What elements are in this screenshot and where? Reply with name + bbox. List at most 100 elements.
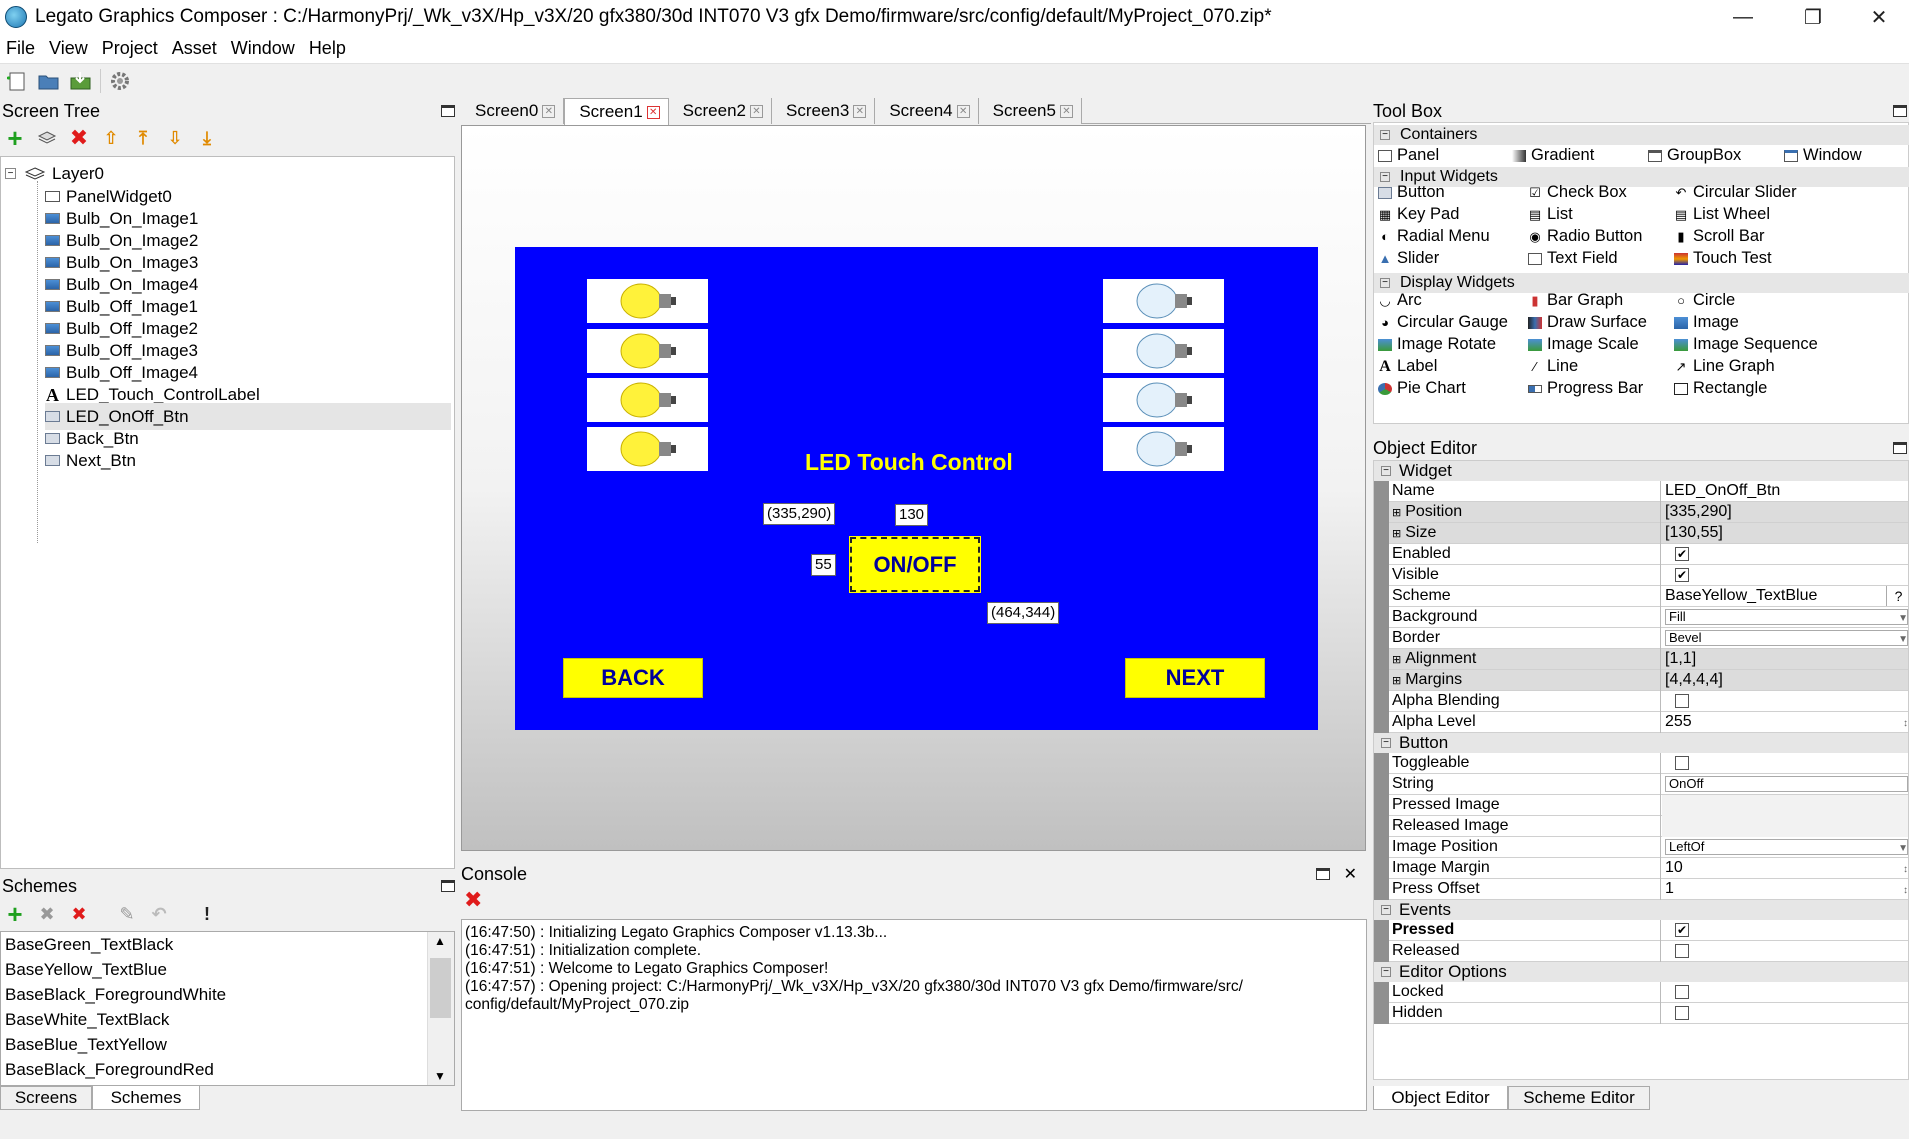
- prop-pressed[interactable]: Pressed✔: [1374, 920, 1908, 941]
- delete-scheme-icon[interactable]: ✖: [71, 903, 87, 924]
- tool-progress-bar[interactable]: Progress Bar: [1528, 379, 1643, 398]
- tab-schemes[interactable]: Schemes: [92, 1086, 200, 1110]
- released-event-checkbox[interactable]: [1675, 944, 1689, 958]
- tool-circle[interactable]: ○Circle: [1674, 291, 1735, 310]
- tab-object-editor[interactable]: Object Editor: [1373, 1086, 1508, 1110]
- menu-window[interactable]: Window: [230, 38, 295, 58]
- locked-checkbox[interactable]: [1675, 985, 1689, 999]
- category-editor-options[interactable]: −Editor Options: [1374, 962, 1908, 982]
- prop-size[interactable]: ⊞Size[130,55]: [1374, 523, 1908, 544]
- scheme-item[interactable]: BaseGreen_TextBlack: [5, 935, 174, 954]
- edit-scheme-icon[interactable]: ✎: [119, 903, 135, 924]
- tool-radio-button[interactable]: ◉Radio Button: [1529, 227, 1643, 245]
- screen-preview[interactable]: LED Touch Control ON/OFF BACK NEXT: [515, 247, 1318, 730]
- settings-gear-icon[interactable]: [107, 68, 133, 94]
- open-project-icon[interactable]: [36, 68, 62, 94]
- tool-image-rotate[interactable]: Image Rotate: [1378, 335, 1496, 354]
- scheme-item[interactable]: BaseWhite_TextBlack: [5, 1010, 170, 1029]
- prop-hidden[interactable]: Hidden: [1374, 1003, 1908, 1024]
- float-panel-icon[interactable]: [1315, 868, 1330, 880]
- position-value[interactable]: [335,290]: [1665, 503, 1732, 520]
- bulb-off-image1[interactable]: [1103, 279, 1224, 323]
- save-project-icon[interactable]: [68, 68, 94, 94]
- tool-image[interactable]: Image: [1674, 313, 1739, 332]
- scheme-value[interactable]: BaseYellow_TextBlue: [1665, 587, 1818, 604]
- prop-released[interactable]: Released: [1374, 941, 1908, 962]
- move-bottom-icon[interactable]: ⤓: [203, 127, 211, 148]
- pressed-image-value[interactable]: [1662, 795, 1908, 816]
- spinner-icon[interactable]: ↕: [1903, 718, 1908, 729]
- float-panel-icon[interactable]: [441, 105, 455, 117]
- tool-check-box[interactable]: ☑Check Box: [1529, 183, 1627, 201]
- float-panel-icon[interactable]: [441, 880, 455, 892]
- designer-canvas[interactable]: LED Touch Control ON/OFF BACK NEXT (335,…: [461, 125, 1366, 851]
- tool-image-scale[interactable]: Image Scale: [1528, 335, 1639, 354]
- tree-item-bulb-off-image1[interactable]: Bulb_Off_Image1: [45, 293, 198, 320]
- category-events[interactable]: −Events: [1374, 900, 1908, 920]
- menu-file[interactable]: File: [6, 38, 36, 58]
- tab-screen0[interactable]: Screen0✕: [461, 98, 565, 124]
- bulb-off-image4[interactable]: [1103, 427, 1224, 471]
- prop-position[interactable]: ⊞Position[335,290]: [1374, 502, 1908, 523]
- add-scheme-icon[interactable]: +: [7, 898, 23, 929]
- close-tab-icon[interactable]: ✕: [1059, 104, 1073, 118]
- category-button[interactable]: −Button: [1374, 733, 1908, 753]
- tree-item-bulb-on-image3[interactable]: Bulb_On_Image3: [45, 249, 198, 276]
- dropdown-arrow-icon[interactable]: ▼: [1898, 843, 1908, 854]
- menu-project[interactable]: Project: [101, 38, 158, 58]
- menu-help[interactable]: Help: [308, 38, 346, 58]
- tool-groupbox[interactable]: GroupBox: [1648, 146, 1741, 165]
- category-widget[interactable]: −Widget: [1374, 461, 1908, 481]
- scheme-item[interactable]: BaseBlue_TextYellow: [5, 1035, 167, 1054]
- toolbox-section-containers[interactable]: −Containers: [1374, 125, 1909, 145]
- prop-visible[interactable]: Visible✔: [1374, 565, 1908, 586]
- toggleable-checkbox[interactable]: [1675, 756, 1689, 770]
- scheme-item[interactable]: BaseYellow_TextBlue: [5, 960, 167, 979]
- tab-screen4[interactable]: Screen4✕: [875, 98, 979, 124]
- delete-icon[interactable]: ✖: [69, 125, 89, 150]
- toolbox-section-input[interactable]: −Input Widgets: [1374, 167, 1909, 187]
- prop-enabled[interactable]: Enabled✔: [1374, 544, 1908, 565]
- bulb-on-image1[interactable]: [587, 279, 708, 323]
- toolbox-section-display[interactable]: −Display Widgets: [1374, 273, 1909, 293]
- alignment-value[interactable]: [1,1]: [1665, 650, 1697, 667]
- tool-line-graph[interactable]: ↗Line Graph: [1675, 357, 1775, 375]
- tab-screens[interactable]: Screens: [0, 1086, 92, 1110]
- tool-text-field[interactable]: Text Field: [1528, 249, 1618, 268]
- tree-item-panelwidget0[interactable]: PanelWidget0: [45, 183, 172, 210]
- tree-item-bulb-on-image1[interactable]: Bulb_On_Image1: [45, 205, 198, 232]
- add-icon[interactable]: +: [7, 122, 23, 153]
- released-image-value[interactable]: [1662, 816, 1908, 837]
- tool-image-sequence[interactable]: Image Sequence: [1674, 335, 1818, 354]
- tool-button[interactable]: Button: [1378, 183, 1445, 202]
- close-tab-icon[interactable]: ✕: [956, 104, 970, 118]
- alpha-blending-checkbox[interactable]: [1675, 694, 1689, 708]
- tree-item-bulb-off-image4[interactable]: Bulb_Off_Image4: [45, 359, 198, 386]
- tree-item-bulb-off-image2[interactable]: Bulb_Off_Image2: [45, 315, 198, 342]
- tool-circular-slider[interactable]: ↶Circular Slider: [1675, 183, 1797, 201]
- spinner-icon[interactable]: ↕: [1903, 885, 1908, 896]
- tool-pie-chart[interactable]: Pie Chart: [1378, 379, 1466, 398]
- bulb-on-image4[interactable]: [587, 427, 708, 471]
- tree-item-bulb-on-image2[interactable]: Bulb_On_Image2: [45, 227, 198, 254]
- tool-touch-test[interactable]: Touch Test: [1674, 249, 1772, 268]
- prop-alpha-blending[interactable]: Alpha Blending: [1374, 691, 1908, 712]
- onoff-button[interactable]: ON/OFF: [849, 536, 981, 593]
- size-value[interactable]: [130,55]: [1665, 524, 1723, 541]
- prop-released-image[interactable]: Released Image: [1374, 816, 1908, 837]
- close-tab-icon[interactable]: ✕: [749, 104, 763, 118]
- tool-slider[interactable]: ▲Slider: [1378, 249, 1440, 267]
- tab-screen2[interactable]: Screen2✕: [668, 98, 772, 124]
- warning-icon[interactable]: !: [204, 903, 210, 924]
- hidden-checkbox[interactable]: [1675, 1006, 1689, 1020]
- visible-checkbox[interactable]: ✔: [1675, 568, 1689, 582]
- back-button[interactable]: BACK: [563, 658, 703, 698]
- alpha-level-value[interactable]: 255: [1665, 713, 1692, 730]
